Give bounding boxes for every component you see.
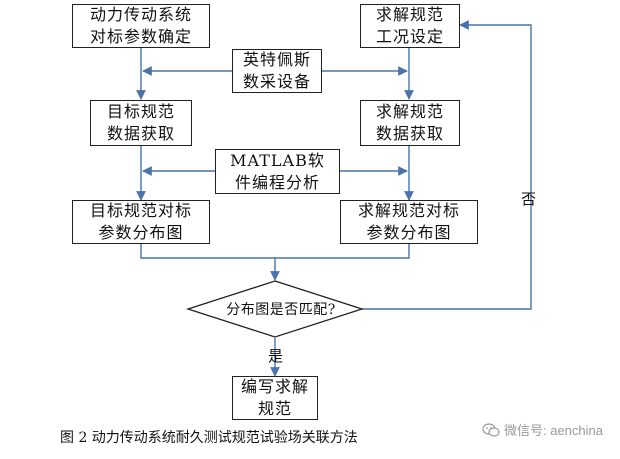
edge-no-feedback	[362, 20, 532, 310]
box-solve-data-line1: 求解规范	[375, 102, 444, 121]
box-target-dist-line1: 目标规范对标	[89, 201, 192, 220]
box-solve-data: 求解规范 数据获取	[360, 100, 460, 146]
box-matlab-line2: 件编程分析	[234, 172, 320, 192]
box-matlab-line1: MATLAB软	[230, 150, 325, 170]
box-write-spec: 编写求解 规范	[232, 376, 318, 420]
box-solve-dist: 求解规范对标 参数分布图	[340, 200, 478, 244]
box-write-spec-line2: 规范	[257, 399, 292, 418]
box-solve-conditions-line1: 求解规范	[375, 5, 444, 24]
edge-label-yes: 是	[268, 347, 284, 365]
wechat-icon	[482, 422, 500, 437]
box-target-data-line1: 目标规范	[106, 102, 175, 121]
box-solve-conditions-line2: 工况设定	[375, 27, 444, 46]
decision-diamond	[185, 280, 365, 338]
box-solve-conditions: 求解规范 工况设定	[360, 4, 460, 48]
box-target-dist: 目标规范对标 参数分布图	[72, 200, 210, 244]
edge-label-no: 否	[521, 190, 537, 208]
box-intest-equipment-line2: 数采设备	[242, 72, 311, 91]
figure-caption: 图 2 动力传动系统耐久测试规范试验场关联方法	[60, 430, 358, 446]
box-write-spec-line1: 编写求解	[240, 377, 309, 396]
box-solve-dist-line1: 求解规范对标	[357, 201, 460, 220]
box-target-params-line2: 对标参数确定	[89, 27, 192, 46]
box-intest-equipment: 英特佩斯 数采设备	[232, 49, 322, 93]
box-target-params: 动力传动系统 对标参数确定	[72, 4, 210, 48]
box-intest-equipment-line1: 英特佩斯	[242, 50, 311, 69]
box-target-dist-line2: 参数分布图	[98, 223, 184, 242]
box-target-data: 目标规范 数据获取	[90, 100, 192, 146]
watermark-text: 微信号: aenchina	[504, 423, 603, 438]
box-target-data-line2: 数据获取	[106, 124, 175, 143]
box-solve-data-line2: 数据获取	[375, 124, 444, 143]
box-matlab: MATLAB软 件编程分析	[215, 149, 340, 194]
box-target-params-line1: 动力传动系统	[89, 5, 192, 24]
box-solve-dist-line2: 参数分布图	[366, 223, 452, 242]
watermark: 微信号: aenchina	[482, 420, 603, 439]
edge-merge-to-decision	[140, 243, 410, 259]
decision-label: 分布图是否匹配?	[226, 302, 336, 318]
